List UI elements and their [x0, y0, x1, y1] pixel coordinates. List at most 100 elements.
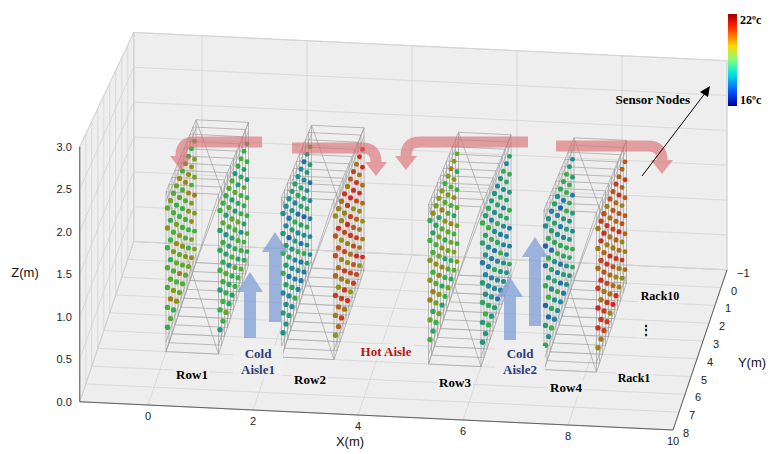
tick-label: 4	[355, 420, 361, 432]
sensor-node	[595, 266, 600, 271]
rack-frame-line	[459, 132, 512, 277]
rack-frame-line	[544, 210, 597, 372]
rack-frame-line	[574, 138, 627, 141]
sensor-node	[492, 248, 497, 253]
sensor-node	[427, 277, 432, 282]
sensor-node	[289, 227, 294, 232]
rack-frame-line	[441, 329, 494, 332]
sensor-node	[610, 227, 615, 232]
sensor-node	[561, 253, 566, 258]
sensor-node	[442, 256, 447, 261]
sensor-node	[354, 235, 359, 240]
rack-frame-line	[184, 298, 237, 301]
sensor-node	[351, 206, 356, 211]
sensor-node	[452, 250, 457, 255]
sensor-node	[226, 301, 231, 306]
sensor-node	[289, 266, 294, 271]
sensor-node	[232, 209, 237, 214]
sensor-node	[543, 303, 548, 308]
sensor-node	[604, 261, 609, 266]
grid-line	[134, 67, 727, 95]
cold-air-arrow	[522, 237, 548, 326]
tick-label: 3.0	[56, 141, 71, 153]
sensor-node	[564, 227, 569, 232]
grid-line	[80, 102, 134, 232]
sensor-node	[357, 209, 362, 214]
sensor-node	[433, 261, 438, 266]
rack-frame-line	[444, 320, 497, 323]
sensor-node	[280, 330, 285, 335]
rack-frame-line	[544, 272, 574, 360]
sensor-node	[220, 240, 225, 245]
row-label: Row2	[292, 372, 328, 388]
sensor-node	[483, 252, 488, 257]
sensor-node	[232, 190, 237, 195]
sensor-node	[177, 214, 182, 219]
sensor-node	[168, 198, 173, 203]
sensor-node	[301, 159, 306, 164]
rack-frame-line	[306, 286, 359, 289]
sensor-node	[301, 214, 306, 219]
sensor-node	[183, 198, 188, 203]
sensor-node	[333, 293, 338, 298]
sensor-node	[292, 257, 297, 262]
sensor-node	[442, 219, 447, 224]
grid-line	[134, 242, 727, 270]
sensor-node	[433, 281, 438, 286]
sensor-node	[445, 192, 450, 197]
sensor-node	[570, 193, 575, 198]
sensor-node	[339, 296, 344, 301]
rack-frame-line	[562, 316, 615, 319]
rack-frame-line	[288, 339, 341, 342]
sensor-node	[552, 240, 557, 245]
sensor-node	[549, 325, 554, 330]
tick-label: 0.0	[56, 396, 71, 408]
sensor-node	[448, 258, 453, 263]
sensor-node	[552, 317, 557, 322]
sensor-node	[165, 225, 170, 230]
sensor-node	[177, 290, 182, 295]
sensor-node	[613, 237, 618, 242]
sensor-node	[489, 198, 494, 203]
sensor-node	[501, 187, 506, 192]
rack-frame-line	[282, 357, 335, 360]
sensor-node	[336, 245, 341, 250]
sensor-node	[232, 265, 237, 270]
rack-frame-line	[553, 343, 606, 346]
sensor-node	[498, 269, 503, 274]
sensor-node	[480, 300, 485, 305]
sensor-node	[189, 164, 194, 169]
sensor-node	[360, 183, 365, 188]
sensor-node	[280, 211, 285, 216]
colorbar-label: 22ºc	[740, 13, 761, 28]
sensor-node	[549, 247, 554, 252]
sensor-node	[601, 289, 606, 294]
sensor-node	[613, 182, 618, 187]
sensor-node	[448, 185, 453, 190]
sensor-node	[546, 295, 551, 300]
rack-frame-line	[166, 192, 219, 354]
axis-title: Z(m)	[11, 265, 38, 280]
tick-label: 3	[713, 338, 719, 350]
sensor-node	[448, 276, 453, 281]
sensor-node	[177, 195, 182, 200]
sensor-node	[549, 306, 554, 311]
sensor-node	[283, 262, 288, 267]
sensor-node	[595, 305, 600, 310]
sensor-node	[308, 180, 313, 185]
sensor-node	[298, 278, 303, 283]
sensor-node	[165, 285, 170, 290]
sensor-node	[555, 213, 560, 218]
hot-air-arrow	[556, 146, 662, 160]
sensor-node	[507, 208, 512, 213]
sensor-node	[186, 246, 191, 251]
sensor-node	[351, 225, 356, 230]
sensor-node	[168, 296, 173, 301]
tick-label: 5	[701, 374, 707, 386]
sensor-node	[226, 263, 231, 268]
sensor-node	[357, 191, 362, 196]
sensor-node	[442, 181, 447, 186]
sensor-node	[360, 165, 365, 170]
sensor-node	[570, 211, 575, 216]
